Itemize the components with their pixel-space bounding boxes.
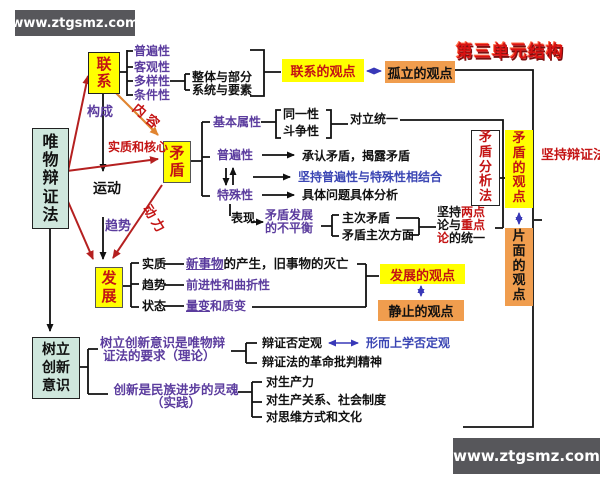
maodun-pubianxing: 普遍性: [217, 148, 254, 162]
fazhan-qushi: 趋势: [142, 278, 167, 292]
orange-connector: [115, 92, 159, 136]
maodun-juti-fenxi: 具体问题具体分析: [302, 188, 399, 202]
node-chuangxin-label: 树立创新意识: [41, 341, 70, 395]
maodun-tongyixing: 同一性: [283, 107, 320, 121]
liangdian-seg-red: 两点: [461, 205, 486, 219]
liangdian-seg: 的统一: [449, 231, 486, 245]
liangdian-seg: 坚持: [437, 205, 462, 219]
shijian-line1: 创新是民族进步的灵魂: [113, 382, 239, 397]
liangdian-seg-red: 重点: [461, 218, 486, 232]
maodun-teshuxing: 特殊性: [217, 188, 254, 202]
maodun-douzhengxing: 斗争性: [283, 124, 320, 138]
node-maodun-label: 矛盾: [169, 143, 185, 179]
lianxi-item: 普遍性: [134, 44, 171, 58]
geming-pipan-jingshen: 辩证法的革命批判精神: [262, 355, 383, 369]
red-connectors: [62, 75, 163, 260]
chuangxin-item: 对思维方式和文化: [266, 410, 363, 424]
maodun-zhuci: 主次矛盾: [342, 211, 391, 225]
black-connectors: [46, 49, 542, 428]
watermark-bottom-right: www.ztgsmz.com: [453, 438, 600, 474]
fazhan-view-label: 发展的观点: [389, 268, 455, 284]
maodun-biaoxian: 表现: [231, 211, 256, 225]
fazhan-qianjin: 前进性和曲折性: [186, 278, 271, 292]
node-jingzhi-viewpoint: 静止的观点: [378, 300, 464, 321]
page-title: 第三单元结构: [456, 42, 564, 62]
maodun-jiben-shuxing: 基本属性: [213, 115, 262, 129]
fazhan-liangbian: 量变和质变: [186, 299, 247, 314]
maodun-zhuci-fangmian: 矛盾主次方面: [342, 228, 415, 242]
liangbian-highlight: 量变: [186, 299, 211, 313]
node-fazhan: 发展: [95, 267, 123, 308]
lianxi-item: 条件性: [134, 88, 171, 102]
maodun-bupingheng: 矛盾发展 的不平衡: [265, 209, 313, 235]
bupingheng-line1: 矛盾发展: [265, 208, 314, 222]
chuangxin-item: 对生产力: [266, 375, 315, 389]
edge-label-shizhi-hexin: 实质和核心: [108, 140, 169, 154]
lianxi-sub-item: 系统与要素: [192, 83, 253, 97]
lilun-line2: 证法的要求（理论）: [103, 348, 216, 363]
lianxi-item: 多样性: [134, 74, 171, 88]
lianxi-view-label: 联系的观点: [290, 65, 356, 80]
node-maodun-fenxifa: 矛盾分析法: [471, 130, 500, 206]
node-lianxi-viewpoint: 联系的观点: [282, 59, 364, 82]
fazhan-zhuangtai: 状态: [142, 299, 167, 313]
bupingheng-line2: 的不平衡: [265, 221, 314, 235]
xinshiwu-rest: 的产生，旧事物的灭亡: [223, 256, 349, 271]
node-weiwu-bianzhengfa: 唯物辩证法: [32, 128, 69, 229]
slogan-vertical: 坚持辩证法，反对形而上学: [541, 148, 600, 163]
watermark-top-left: www.ztgsmz.com: [11, 10, 139, 36]
node-guli-viewpoint: 孤立的观点: [385, 61, 455, 83]
maodun-chengren: 承认矛盾，揭露矛盾: [302, 149, 411, 163]
node-weiwu-label: 唯物辩证法: [42, 131, 59, 225]
maodun-duili-tongyi: 对立统一: [350, 112, 399, 126]
edge-label-goucheng: 构成: [87, 105, 114, 120]
guli-view-label: 孤立的观点: [387, 66, 453, 82]
fazhan-xinshiwu: 新事物的产生，旧事物的灭亡: [186, 256, 349, 271]
node-maodun: 矛盾: [163, 141, 191, 183]
chuangxin-item: 对生产关系、社会制度: [266, 393, 387, 407]
liangdian-seg: 论与: [437, 218, 462, 232]
jingzhi-view-label: 静止的观点: [388, 305, 454, 320]
liangbian-rest: 和质变: [210, 299, 247, 313]
lianxi-sub-item: 整体与部分: [192, 70, 253, 84]
node-pianmian-viewpoint: 片面的观点: [505, 228, 533, 306]
shijian-line2: （实践）: [150, 395, 201, 410]
node-maodun-viewpoint: 矛盾的观点: [505, 130, 533, 208]
maodun-jianchi-pubian: 坚持普遍性与特殊性相结合: [298, 170, 443, 184]
node-fazhan-label: 发展: [101, 269, 117, 305]
chuangxin-lilun: 树立创新意识是唯物辩 证法的要求（理论）: [100, 336, 225, 362]
pianmian-view-label: 片面的观点: [512, 228, 526, 304]
fazhan-shizhi: 实质: [142, 257, 167, 271]
maodun-liangdian-lun: 坚持两点 论与重点 论的统一: [437, 206, 485, 245]
node-lianxi-label: 联系: [96, 54, 112, 90]
liangdian-seg-red: 论: [437, 231, 450, 245]
maodun-view-label: 矛盾的观点: [512, 130, 526, 206]
fenxifa-label: 矛盾分析法: [478, 129, 492, 205]
lilun-line1: 树立创新意识是唯物辩: [100, 335, 226, 350]
node-fazhan-viewpoint: 发展的观点: [380, 264, 465, 284]
edge-label-qushi: 趋势: [105, 219, 132, 234]
double-arrows: [328, 67, 523, 347]
chuangxin-shijian: 创新是民族进步的灵魂 （实践）: [112, 383, 240, 409]
node-lianxi: 联系: [88, 52, 120, 94]
edge-label-yundong: 运动: [93, 181, 121, 197]
node-chuangxin-yishi: 树立创新意识: [32, 337, 80, 399]
bianzheng-fouding-guan: 辩证否定观: [262, 336, 323, 350]
xinshiwu-highlight: 新事物: [186, 256, 224, 271]
lianxi-item: 客观性: [134, 60, 171, 74]
xingershangxue-fouding-guan: 形而上学否定观: [366, 336, 451, 350]
